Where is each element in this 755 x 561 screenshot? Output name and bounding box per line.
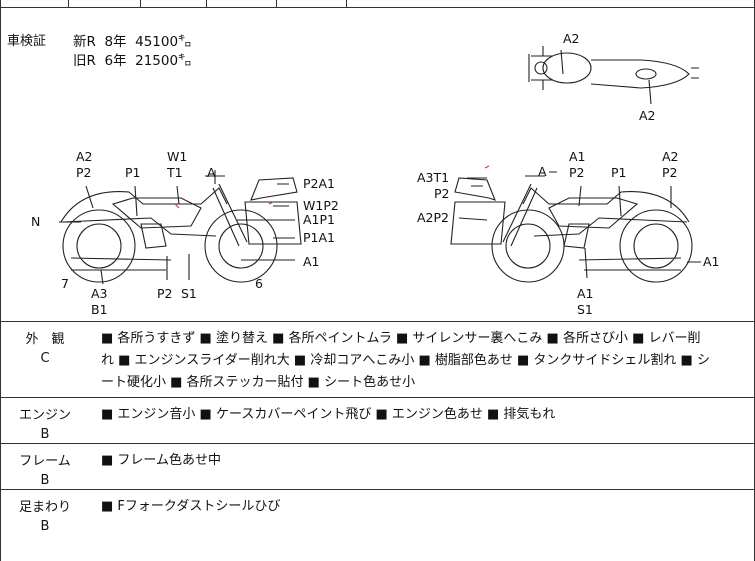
section-line: ート硬化小 ■ 各所ステッカー貼付 ■ シート色あせ小 [101, 375, 416, 390]
label-l-n: N [31, 214, 40, 229]
section-title: フレーム [19, 454, 71, 469]
label-l-a: A [207, 165, 216, 180]
label-l-p1: P1 [125, 165, 141, 180]
label-l-p2b: P2 [157, 286, 173, 301]
label-l-p2: P2 [76, 165, 92, 180]
section-grade: C [40, 351, 50, 366]
section-line: ■ Fフォークダストシールひび [101, 499, 281, 514]
label-top-a2: A2 [563, 31, 580, 46]
section-title: 外 観 [25, 332, 65, 347]
label-r-a1c: A1 [577, 286, 594, 301]
label-r-a1b: A1 [703, 254, 720, 269]
section-grade: B [40, 427, 50, 442]
left-side-motorcycle-icon [60, 170, 302, 283]
section-line: ■ フレーム色あせ中 [101, 453, 222, 468]
registration-label: 車検証 [7, 34, 47, 49]
section-suspension: 足まわり B ■ Fフォークダストシールひび [1, 490, 755, 561]
label-l-s1: S1 [181, 286, 197, 301]
label-r-s1: S1 [577, 302, 593, 317]
section-engine: エンジン B ■ エンジン音小 ■ ケースカバーペイント飛び ■ エンジン色あせ… [1, 398, 755, 444]
top-view-motorcycle-icon [528, 46, 699, 90]
label-l-t1: T1 [166, 165, 183, 180]
registration-new: 新R 8年 45100㌔ [73, 34, 192, 50]
section-grade: B [40, 473, 50, 488]
label-r-a2: A2 [662, 149, 679, 164]
label-l-p1a1: P1A1 [303, 230, 335, 245]
motorcycle-diagrams: A2 A2 A2 P2 P1 W1 T1 A N 7 A3 B1 P2 S1 6… [31, 31, 720, 317]
section-title: 足まわり [18, 500, 71, 515]
section-exterior: 外 観 C ■ 各所うすきず ■ 塗り替え ■ 各所ペイントムラ ■ サイレンサ… [1, 322, 755, 398]
label-l-7: 7 [61, 276, 69, 291]
label-r-a2p2: A2P2 [417, 210, 449, 225]
label-l-p2a1: P2A1 [303, 176, 335, 191]
label-l-a1: A1 [303, 254, 320, 269]
registration-old: 旧R 6年 21500㌔ [73, 53, 192, 69]
section-line: ■ 各所うすきず ■ 塗り替え ■ 各所ペイントムラ ■ サイレンサー裏へこみ … [101, 331, 701, 346]
right-side-motorcycle-icon [450, 175, 693, 283]
label-r-p2c: P2 [662, 165, 678, 180]
label-l-w1: W1 [167, 149, 187, 164]
damage-diagram: 車検証 新R 8年 45100㌔ 旧R 6年 21500㌔ [1, 8, 755, 322]
label-l-w1p2: W1P2 [303, 198, 339, 213]
section-line: ■ エンジン音小 ■ ケースカバーペイント飛び ■ エンジン色あせ ■ 排気もれ [101, 407, 556, 422]
label-r-p2: P2 [434, 186, 450, 201]
label-l-a3: A3 [91, 286, 108, 301]
header-row-cropped [1, 0, 755, 8]
label-l-6: 6 [255, 276, 263, 291]
label-l-a1p1: A1P1 [303, 212, 335, 227]
label-l-a2: A2 [76, 149, 93, 164]
section-title: エンジン [18, 408, 71, 423]
label-r-a1: A1 [569, 149, 586, 164]
section-frame: フレーム B ■ フレーム色あせ中 [1, 444, 755, 490]
label-r-p1: P1 [611, 165, 627, 180]
section-line: れ ■ エンジンスライダー削れ大 ■ 冷却コアへこみ小 ■ 樹脂部色あせ ■ タ… [101, 353, 710, 368]
label-top-a2-2: A2 [639, 108, 656, 123]
label-r-p2b: P2 [569, 165, 585, 180]
section-grade: B [40, 519, 50, 534]
label-r-a3t1: A3T1 [417, 170, 449, 185]
label-r-a: A [538, 164, 547, 179]
label-l-b1: B1 [91, 302, 108, 317]
